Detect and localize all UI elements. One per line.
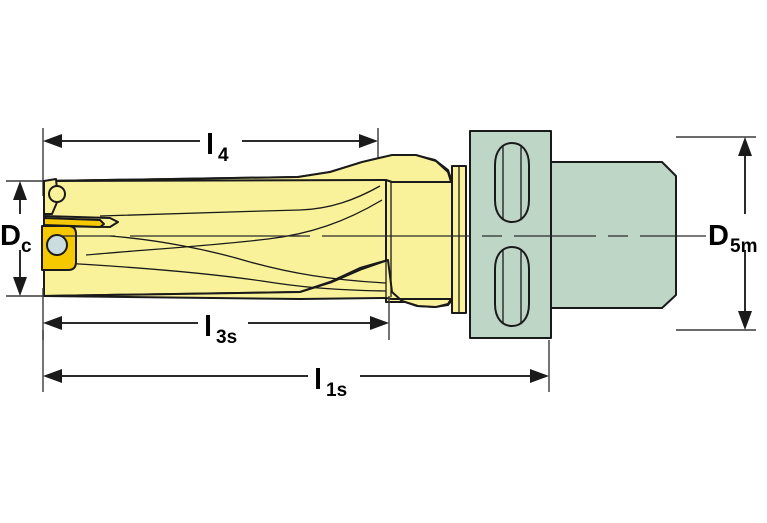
dimension-d5m: D 5m [676, 136, 767, 331]
l3s-arrowhead-left [43, 316, 62, 330]
coupling-shank [550, 161, 677, 309]
l1s-arrowhead-left [43, 369, 62, 383]
dc-label-subscript: c [21, 236, 32, 257]
dimension-l4: l 4 [42, 124, 379, 196]
insert-screw [46, 234, 68, 256]
drill-neck-taper [385, 177, 453, 303]
flute-curve-mid [85, 199, 383, 256]
l3s-label-backdrop [198, 306, 248, 340]
d5m-arrowhead-top [738, 137, 752, 156]
d5m-label-subscript: 5m [730, 236, 757, 257]
l4-label-symbol: l [206, 129, 214, 161]
dc-label-symbol: D [0, 220, 21, 252]
coupling-assembly [469, 130, 677, 339]
l4-label-subscript: 4 [218, 145, 229, 166]
coupling-flange [469, 130, 552, 339]
dc-label-backdrop [0, 214, 42, 250]
l3s-arrowhead-right [370, 316, 389, 330]
flute-curve-lower [43, 261, 387, 292]
drill-body [43, 154, 467, 314]
drive-slot-top [494, 142, 530, 223]
l1s-label-backdrop [308, 359, 360, 393]
l1s-label-symbol: l [314, 364, 322, 396]
l4-arrowhead-left [43, 134, 62, 148]
l3s-label-symbol: l [204, 311, 212, 343]
dimension-l3s: l 3s [42, 288, 390, 348]
cutting-edge-sliver [43, 217, 105, 228]
dc-arrowhead-bottom [13, 277, 27, 296]
d5m-label-symbol: D [708, 220, 729, 252]
flute-curve-chip [109, 235, 387, 284]
peripheral-insert [41, 225, 77, 271]
d5m-arrowhead-bottom [738, 311, 752, 330]
dc-arrowhead-top [13, 181, 27, 200]
l3s-label-subscript: 3s [216, 327, 237, 348]
flute-curve-upper [99, 185, 381, 217]
dimension-l1s: l 1s [42, 330, 550, 401]
l4-arrowhead-right [359, 134, 378, 148]
l1s-label-subscript: 1s [326, 380, 347, 401]
coolant-hole-icon [48, 185, 66, 203]
drive-slot-bottom [494, 246, 530, 327]
dimension-dc: D c [0, 180, 48, 297]
l1s-arrowhead-right [530, 369, 549, 383]
d5m-label-backdrop [706, 214, 767, 250]
l4-label-backdrop [200, 124, 242, 158]
